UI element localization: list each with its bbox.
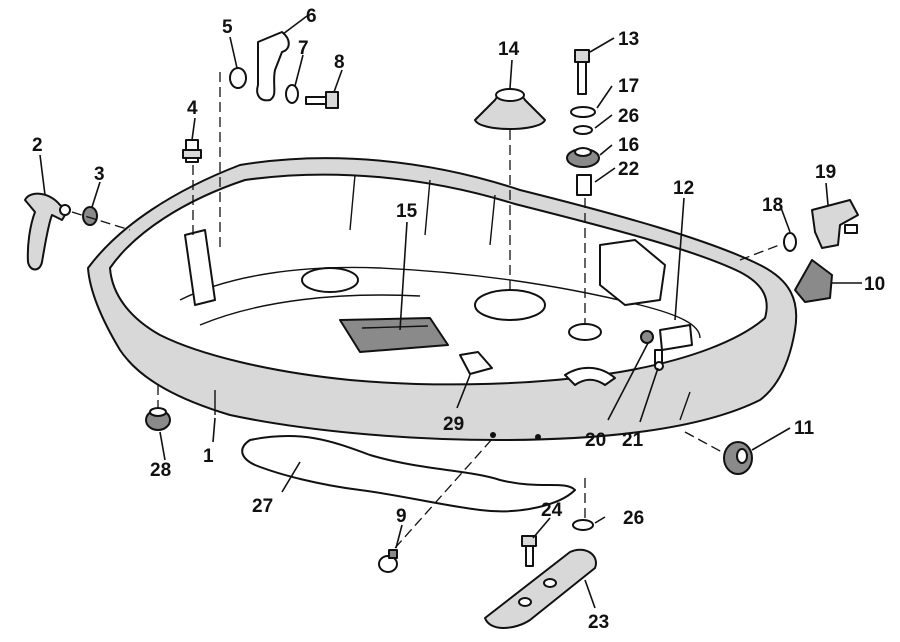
callout-8: 8 bbox=[334, 52, 345, 73]
part-22-sleeve bbox=[576, 174, 592, 196]
callout-17: 17 bbox=[618, 76, 639, 97]
part-14-mount bbox=[474, 88, 546, 130]
callout-21: 21 bbox=[622, 430, 644, 451]
callout-19: 19 bbox=[815, 162, 836, 183]
callout-14: 14 bbox=[498, 39, 520, 60]
callout-10: 10 bbox=[864, 274, 885, 295]
part-5-washer bbox=[229, 67, 247, 89]
part-15-pad bbox=[339, 317, 449, 353]
callout-5: 5 bbox=[222, 17, 233, 38]
part-29-clip bbox=[459, 351, 493, 375]
part-27-seal bbox=[241, 435, 576, 513]
part-10-grommet bbox=[794, 259, 833, 303]
part-21-screw bbox=[654, 349, 664, 371]
callout-3: 3 bbox=[94, 164, 105, 185]
callout-9: 9 bbox=[396, 506, 407, 527]
callout-22: 22 bbox=[618, 159, 639, 180]
callout-20: 20 bbox=[585, 430, 606, 451]
part-24-bolt bbox=[521, 535, 537, 567]
part-18-washer bbox=[783, 232, 797, 252]
callout-labels: 1 2 3 4 5 6 7 8 9 10 11 12 13 14 15 16 1… bbox=[32, 6, 885, 633]
callout-6: 6 bbox=[306, 6, 317, 27]
callout-12: 12 bbox=[673, 178, 694, 199]
callout-26-upper: 26 bbox=[618, 106, 639, 127]
part-16-mount bbox=[566, 147, 600, 168]
leader-lines bbox=[39, 15, 862, 609]
part-26-washer-upper bbox=[573, 125, 593, 135]
callout-15: 15 bbox=[396, 201, 418, 222]
part-20-nut bbox=[640, 330, 654, 344]
assembly-lines bbox=[71, 72, 783, 549]
part-26-washer-lower bbox=[572, 519, 594, 531]
callout-27: 27 bbox=[252, 496, 273, 517]
part-6-link bbox=[256, 31, 290, 102]
part-4-fitting bbox=[182, 139, 202, 163]
callout-18: 18 bbox=[762, 195, 783, 216]
callout-24: 24 bbox=[541, 500, 563, 521]
callout-28: 28 bbox=[150, 460, 171, 481]
callout-26-lower: 26 bbox=[623, 508, 644, 529]
part-17-washer bbox=[570, 106, 596, 118]
part-11-grommet bbox=[723, 441, 753, 475]
part-8-screw bbox=[305, 91, 339, 109]
callout-2: 2 bbox=[32, 135, 43, 156]
callout-11: 11 bbox=[794, 418, 815, 439]
part-7-washer bbox=[285, 84, 299, 104]
callout-13: 13 bbox=[618, 29, 639, 50]
part-28-grommet bbox=[145, 407, 171, 431]
part-9-plug bbox=[378, 549, 398, 573]
part-3-washer bbox=[82, 206, 98, 226]
callout-29: 29 bbox=[443, 414, 464, 435]
callout-7: 7 bbox=[298, 38, 309, 59]
part-2-lever bbox=[24, 192, 71, 271]
part-23-bracket bbox=[484, 548, 597, 629]
lower-cowl-body bbox=[87, 157, 798, 441]
callout-4: 4 bbox=[187, 98, 198, 119]
callout-1: 1 bbox=[203, 446, 214, 467]
callout-16: 16 bbox=[618, 135, 639, 156]
callout-23: 23 bbox=[588, 612, 609, 633]
part-13-bolt bbox=[574, 49, 590, 95]
part-19-fitting bbox=[811, 199, 859, 249]
